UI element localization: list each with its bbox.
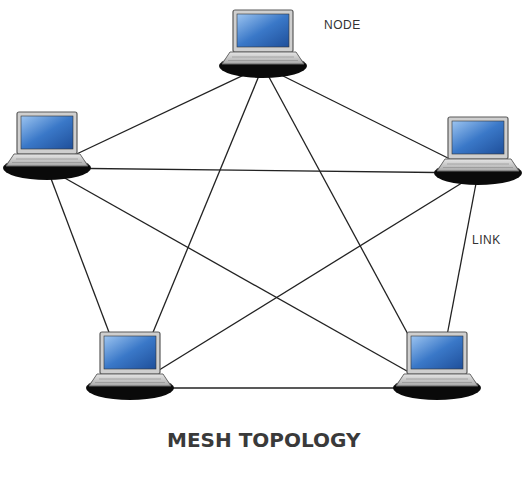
callout-label: NODE — [322, 18, 363, 32]
laptop-icon — [3, 112, 91, 180]
caption-text: MESH TOPOLOGY — [167, 428, 360, 452]
laptop-icon — [393, 332, 481, 400]
laptop-icon — [434, 117, 522, 185]
laptop-icon — [219, 10, 307, 78]
callout-label: LINK — [470, 233, 503, 247]
laptop-icon — [86, 332, 174, 400]
